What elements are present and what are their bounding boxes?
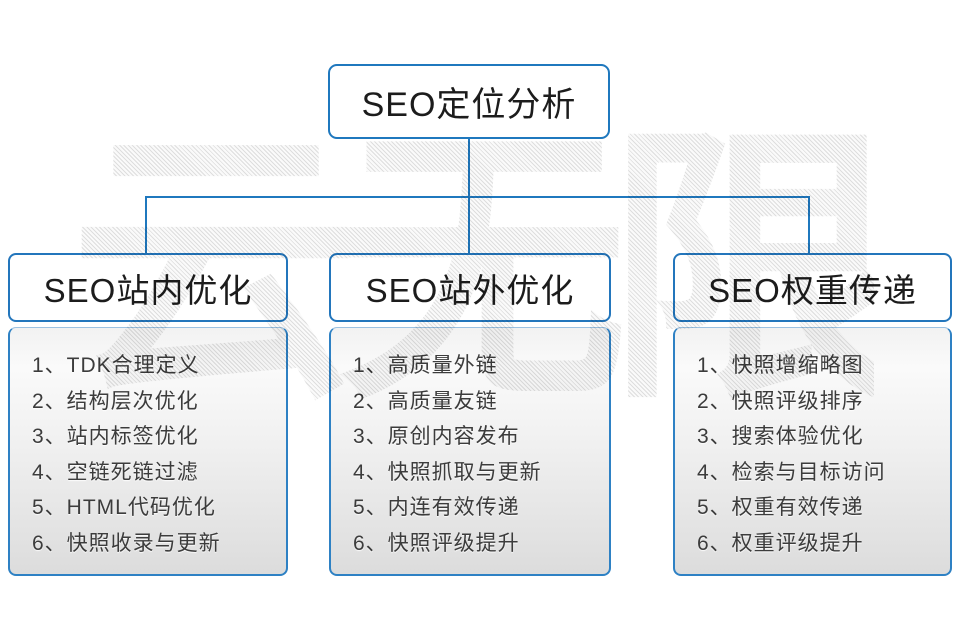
column-header-offsite: SEO站外优化 <box>329 253 611 322</box>
list-item: 1、高质量外链 <box>353 354 498 377</box>
list-item: 5、内连有效传递 <box>353 496 520 519</box>
root-node-seo-positioning: SEO定位分析 <box>328 64 610 139</box>
connector-right-drop-line <box>808 196 810 253</box>
column-offsite-optimization: SEO站外优化 1、高质量外链 2、高质量友链 3、原创内容发布 4、快照抓取与… <box>329 253 611 576</box>
connector-left-drop-line <box>145 196 147 253</box>
column-list-onsite: 1、TDK合理定义 2、结构层次优化 3、站内标签优化 4、空链死链过滤 5、H… <box>8 327 288 576</box>
column-weight-transfer: SEO权重传递 1、快照增缩略图 2、快照评级排序 3、搜索体验优化 4、检索与… <box>673 253 952 576</box>
list-item: 3、原创内容发布 <box>353 425 520 448</box>
list-item: 3、搜索体验优化 <box>697 425 864 448</box>
list-item: 6、快照收录与更新 <box>32 531 221 555</box>
column-header-onsite: SEO站内优化 <box>8 253 288 322</box>
list-item: 1、快照增缩略图 <box>697 354 864 377</box>
list-item: 1、TDK合理定义 <box>32 354 200 377</box>
column-header-label: SEO站内优化 <box>43 271 253 309</box>
column-header-label: SEO站外优化 <box>365 271 575 309</box>
list-item: 5、HTML代码优化 <box>32 496 216 519</box>
column-onsite-optimization: SEO站内优化 1、TDK合理定义 2、结构层次优化 3、站内标签优化 4、空链… <box>8 253 288 576</box>
root-node-label: SEO定位分析 <box>361 86 577 124</box>
column-list-weight: 1、快照增缩略图 2、快照评级排序 3、搜索体验优化 4、检索与目标访问 5、权… <box>673 327 952 576</box>
list-item: 5、权重有效传递 <box>697 496 864 519</box>
list-item: 2、结构层次优化 <box>32 389 199 413</box>
connector-horizontal-line <box>145 196 810 198</box>
column-header-weight: SEO权重传递 <box>673 253 952 322</box>
list-item: 2、快照评级排序 <box>697 389 864 413</box>
list-item: 6、权重评级提升 <box>697 531 864 555</box>
connector-root-vertical-line <box>468 139 470 197</box>
list-item: 4、快照抓取与更新 <box>353 460 542 484</box>
list-item: 3、站内标签优化 <box>32 425 199 448</box>
list-item: 4、检索与目标访问 <box>697 460 886 484</box>
list-item: 4、空链死链过滤 <box>32 460 199 484</box>
list-item: 6、快照评级提升 <box>353 531 520 555</box>
list-item: 2、高质量友链 <box>353 389 498 413</box>
connector-middle-drop-line <box>468 196 470 253</box>
column-list-offsite: 1、高质量外链 2、高质量友链 3、原创内容发布 4、快照抓取与更新 5、内连有… <box>329 327 611 576</box>
column-header-label: SEO权重传递 <box>708 271 917 309</box>
